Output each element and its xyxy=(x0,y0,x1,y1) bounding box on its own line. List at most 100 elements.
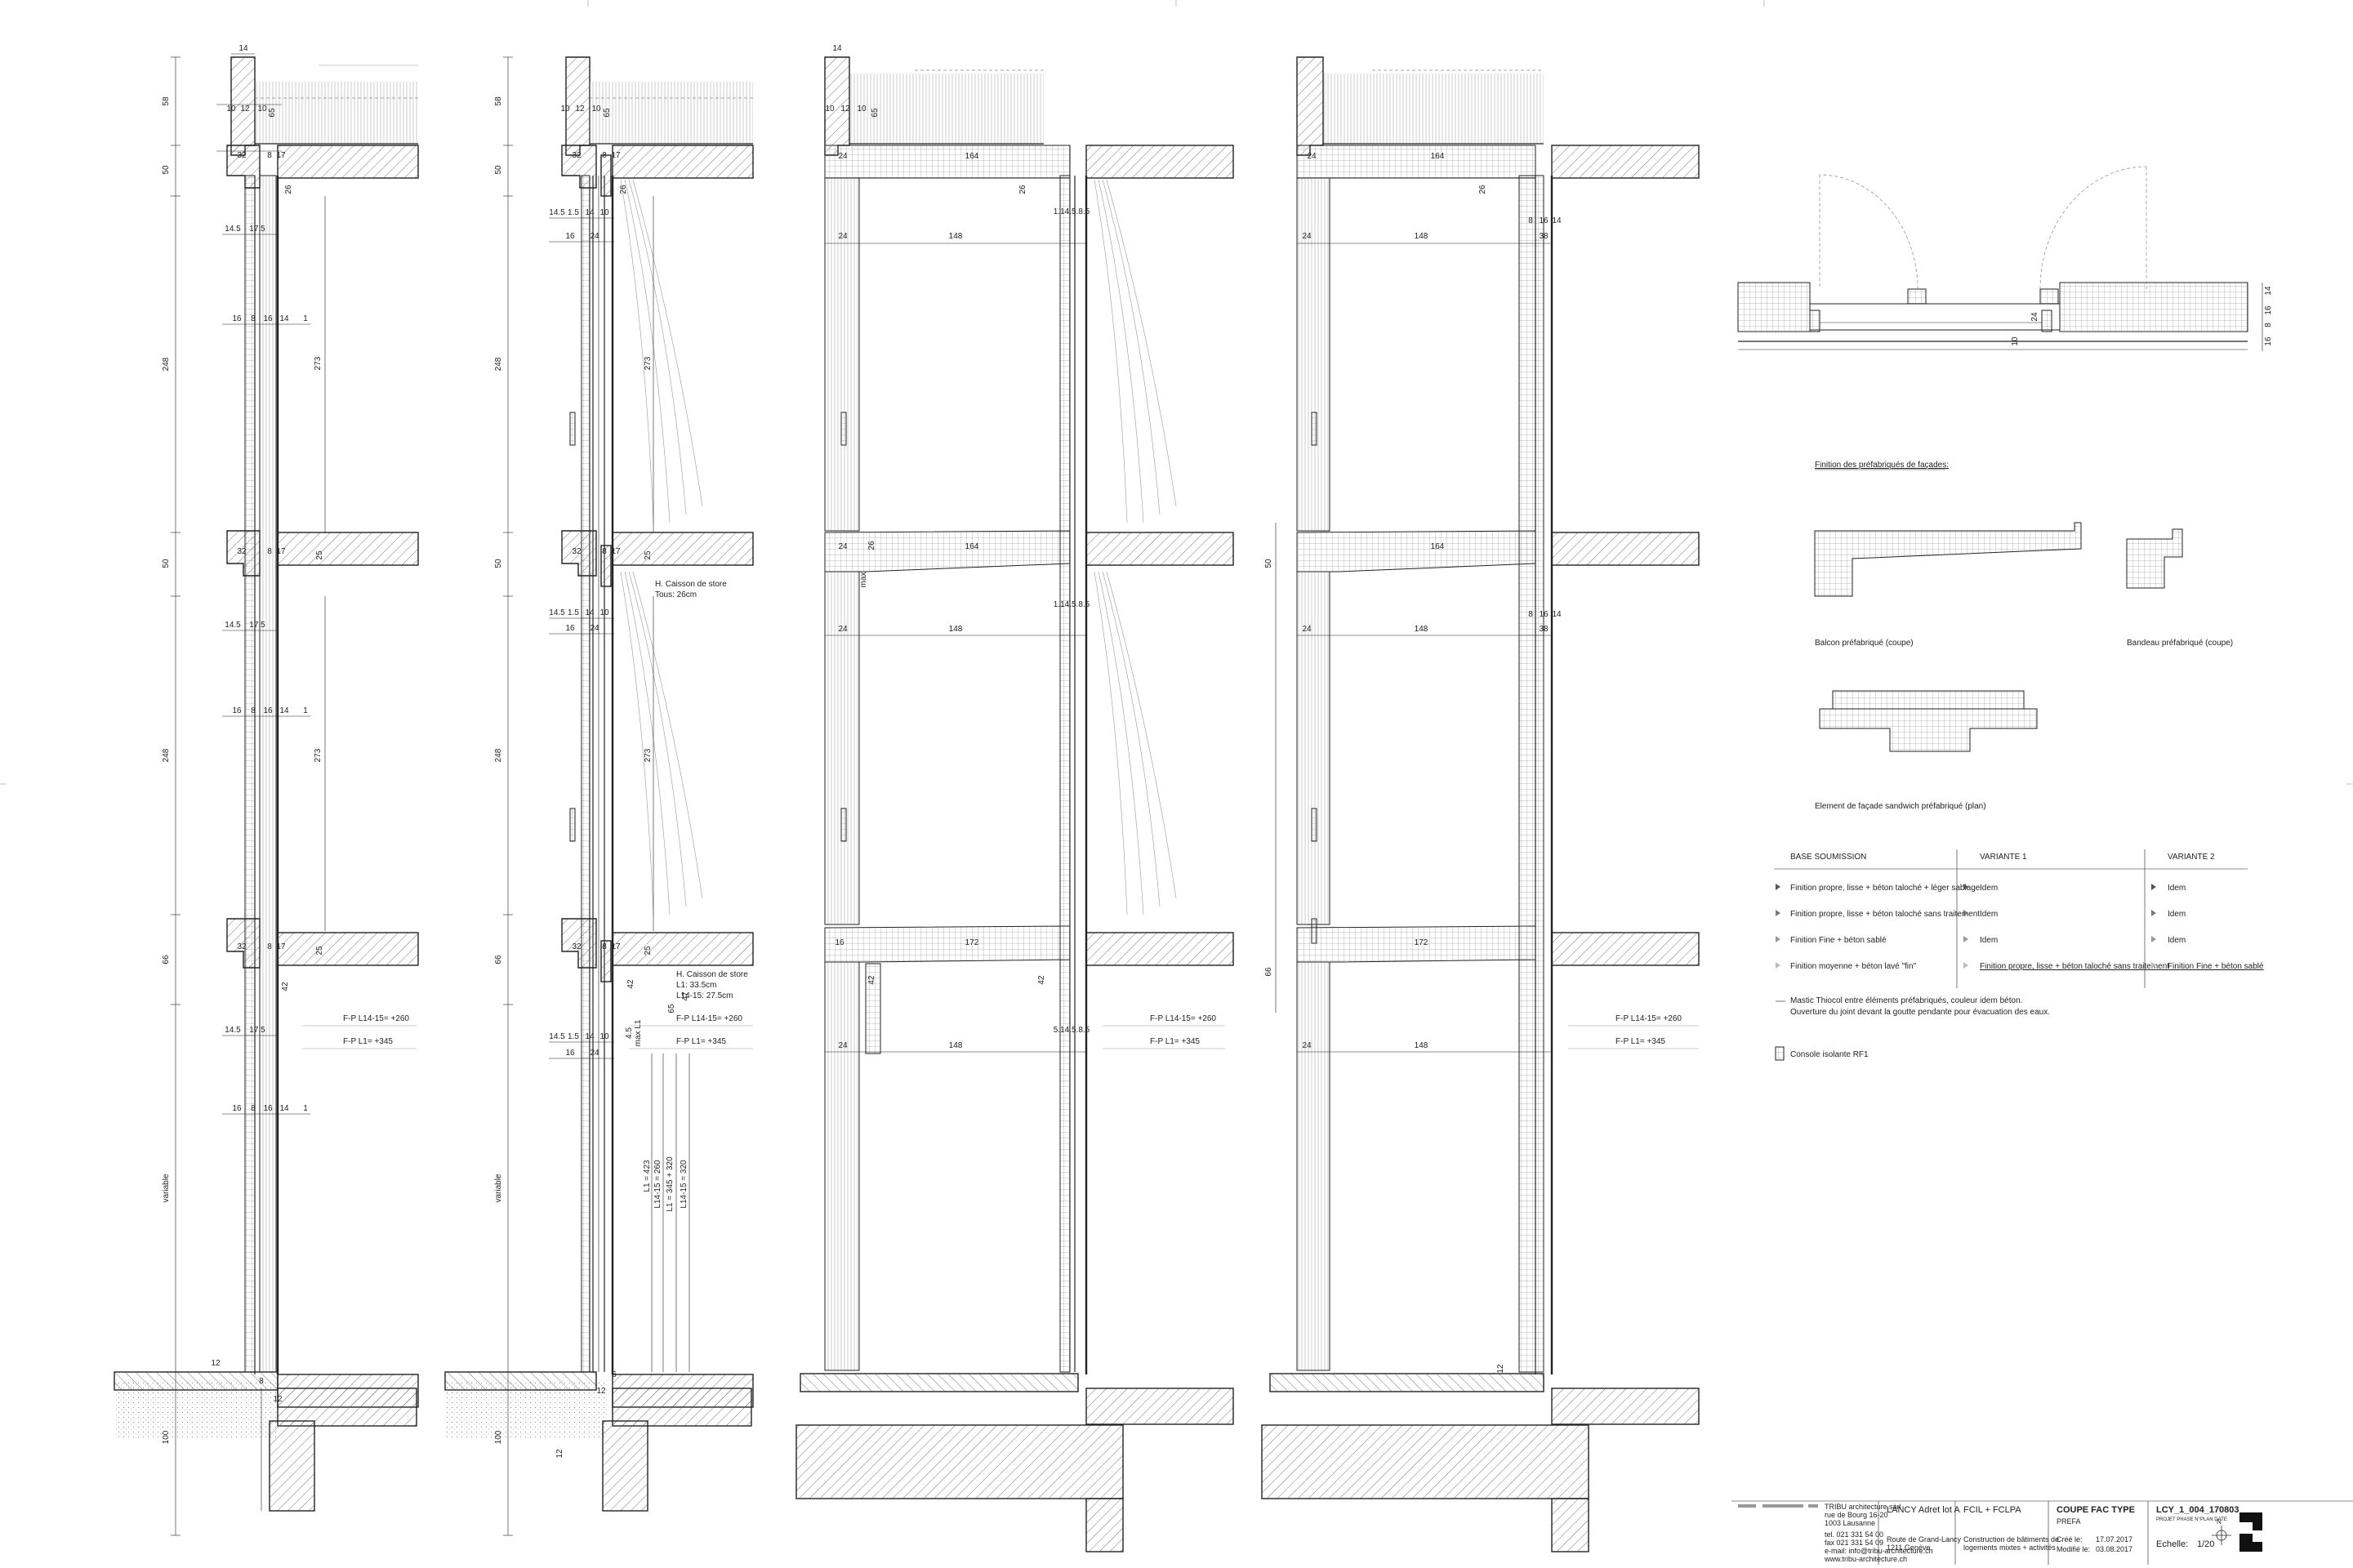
svg-text:17: 17 xyxy=(611,942,621,951)
s3-top-width: 14 xyxy=(832,44,842,53)
svg-text:8: 8 xyxy=(267,151,272,160)
svg-text:F-P L1= +345: F-P L1= +345 xyxy=(343,1037,393,1046)
svg-text:17.5: 17.5 xyxy=(249,1026,265,1035)
legend-table: BASE SOUMISSION VARIANTE 1 VARIANTE 2 Fi… xyxy=(1774,849,2264,1061)
sec2-cap-dims: 10 12 10 65 32 8 17 26 xyxy=(560,105,628,194)
sec1-levels: F-P L14-15= +260 F-P L1= +345 xyxy=(343,1014,409,1046)
svg-text:24: 24 xyxy=(590,624,599,633)
svg-text:Finition Fine + béton sablé: Finition Fine + béton sablé xyxy=(1790,936,1887,945)
svg-text:12: 12 xyxy=(240,105,250,114)
svg-text:Idem: Idem xyxy=(2168,884,2186,893)
svg-text:8: 8 xyxy=(602,547,607,556)
svg-text:1.5: 1.5 xyxy=(568,1032,579,1041)
office-contact-1: tel. 021 331 54 00 xyxy=(1825,1530,1883,1539)
svg-text:1.5: 1.5 xyxy=(568,608,579,617)
scale-value: 1/20 xyxy=(2197,1539,2214,1549)
program-2: logements mixtes + activités xyxy=(1963,1544,2056,1552)
svg-text:Tous: 26cm: Tous: 26cm xyxy=(655,590,697,599)
sheet-title: COUPE FAC TYPE xyxy=(2057,1505,2135,1515)
svg-text:38: 38 xyxy=(1539,232,1549,241)
legend-row-2: Finition propre, lisse + béton taloché s… xyxy=(1776,910,2186,919)
svg-text:32: 32 xyxy=(572,547,582,556)
svg-text:24: 24 xyxy=(838,1041,848,1050)
sec2-levels: F-P L14-15= +260 F-P L1= +345 xyxy=(676,1014,742,1046)
svg-text:8: 8 xyxy=(1528,216,1533,225)
svg-text:8: 8 xyxy=(2264,323,2273,327)
svg-text:Finition Fine + béton sablé: Finition Fine + béton sablé xyxy=(2168,962,2264,971)
svg-text:32: 32 xyxy=(572,942,582,951)
svg-text:50: 50 xyxy=(1264,559,1273,568)
svg-text:148: 148 xyxy=(949,1041,963,1050)
svg-text:8: 8 xyxy=(251,706,256,715)
svg-text:16: 16 xyxy=(565,232,575,241)
svg-text:14.5: 14.5 xyxy=(549,1032,565,1041)
svg-text:12: 12 xyxy=(1496,1364,1505,1374)
svg-text:Idem: Idem xyxy=(1980,910,1998,919)
svg-text:42: 42 xyxy=(1037,975,1046,985)
svg-text:10: 10 xyxy=(825,105,835,114)
svg-text:273: 273 xyxy=(644,748,653,762)
svg-text:24: 24 xyxy=(2030,312,2039,322)
svg-text:17: 17 xyxy=(276,151,286,160)
office-address-1: rue de Bourg 16-20 xyxy=(1825,1511,1888,1519)
svg-text:65: 65 xyxy=(871,108,880,118)
s2-dim-variable: variable xyxy=(494,1174,503,1202)
svg-text:Finition moyenne + béton lavé: Finition moyenne + béton lavé "fin" xyxy=(1790,962,1917,971)
svg-text:24: 24 xyxy=(838,625,848,634)
svg-text:14: 14 xyxy=(279,706,289,715)
col-base: BASE SOUMISSION xyxy=(1790,853,1866,862)
svg-text:Idem: Idem xyxy=(2168,910,2186,919)
svg-text:14: 14 xyxy=(2264,286,2273,296)
svg-text:Finition propre, lisse + béton: Finition propre, lisse + béton taloché s… xyxy=(1790,910,1980,919)
svg-text:273: 273 xyxy=(314,748,323,762)
svg-text:16: 16 xyxy=(263,706,273,715)
svg-text:14.5: 14.5 xyxy=(549,208,565,217)
svg-text:16: 16 xyxy=(1539,610,1549,619)
dim-248-b: 248 xyxy=(162,748,171,762)
sheet-ticks xyxy=(0,0,2353,785)
svg-text:12: 12 xyxy=(575,105,585,114)
svg-text:24: 24 xyxy=(1302,1041,1312,1050)
north-arrow-icon: N xyxy=(2212,1518,2231,1545)
svg-text:16: 16 xyxy=(2264,305,2273,315)
blind-fan-2 xyxy=(1094,179,1177,915)
svg-text:10: 10 xyxy=(599,1032,609,1041)
svg-text:10: 10 xyxy=(599,608,609,617)
svg-text:17.5: 17.5 xyxy=(249,621,265,630)
sheet-sub: PREFA xyxy=(2057,1517,2081,1526)
svg-text:16: 16 xyxy=(232,314,242,323)
svg-text:273: 273 xyxy=(314,356,323,370)
svg-text:47: 47 xyxy=(681,991,690,1001)
svg-text:24: 24 xyxy=(1307,152,1317,161)
svg-text:148: 148 xyxy=(949,625,963,634)
svg-text:25: 25 xyxy=(644,550,653,560)
created-date: 17.07.2017 xyxy=(2096,1535,2132,1544)
svg-text:10: 10 xyxy=(560,105,570,114)
svg-text:172: 172 xyxy=(965,938,979,947)
svg-text:12: 12 xyxy=(840,105,850,114)
svg-text:1: 1 xyxy=(303,706,308,715)
drawing-number: LCY_1_004_170803 xyxy=(2156,1505,2239,1515)
project-name: LANCY Adret lot A xyxy=(1887,1505,1960,1515)
finishes-heading: Finition des préfabriqués de façades: xyxy=(1815,461,1949,470)
s2-dim-248-b: 248 xyxy=(494,748,503,762)
window-plan-detail: 14 16 8 16 24 10 xyxy=(1737,166,2273,351)
sec1-cap-dims: 10 12 10 65 32 8 17 26 xyxy=(226,105,293,194)
blind-fan-1 xyxy=(620,179,703,915)
svg-text:8: 8 xyxy=(259,1377,264,1386)
title-block: TRIBU architecture sàrl rue de Bourg 16-… xyxy=(1731,1500,2353,1565)
legend-row-3: Finition Fine + béton sablé Idem Idem xyxy=(1776,936,2186,945)
facade-section-1: 58 50 248 50 248 66 variable 100 14 xyxy=(114,44,419,1536)
s2-dim-66: 66 xyxy=(494,955,503,964)
office-contact-4: www.tribu-architecture.ch xyxy=(1824,1555,1907,1563)
svg-text:25: 25 xyxy=(644,946,653,956)
dim-58: 58 xyxy=(162,96,171,106)
svg-text:65: 65 xyxy=(603,108,612,118)
dim-248-a: 248 xyxy=(162,357,171,371)
modified-date: 03.08.2017 xyxy=(2096,1545,2132,1553)
svg-text:17.5: 17.5 xyxy=(249,225,265,234)
svg-text:38: 38 xyxy=(1539,625,1549,634)
facade-section-3: 14 10 12 xyxy=(795,44,1234,1552)
svg-text:14: 14 xyxy=(585,208,595,217)
balcon-section xyxy=(1814,522,2082,597)
